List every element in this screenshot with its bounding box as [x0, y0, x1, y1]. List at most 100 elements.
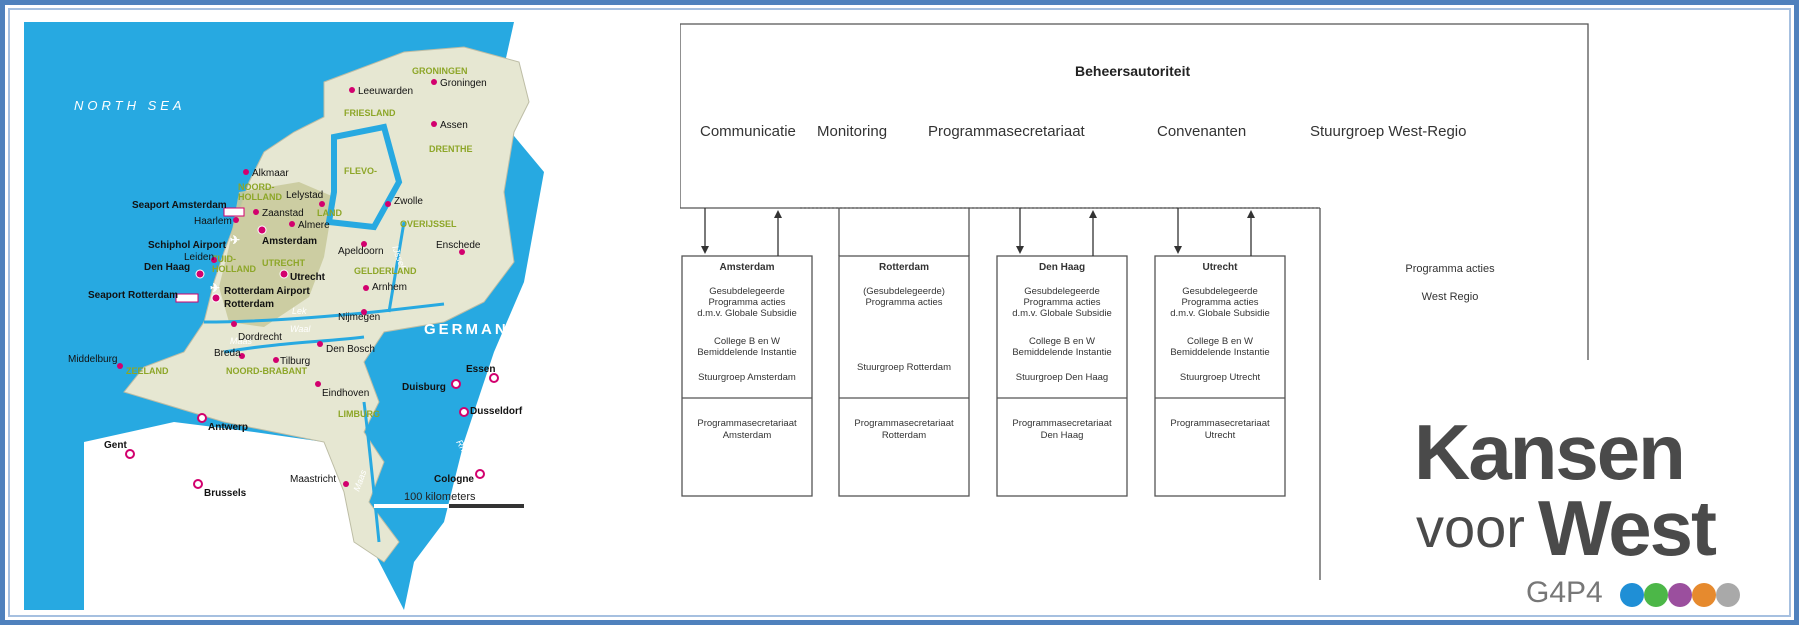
- province-overijssel: OVERIJSSEL: [400, 219, 457, 229]
- belgium-label: BELGIUM: [189, 449, 279, 466]
- city-secr1: Programmasecretariaat: [1170, 418, 1270, 429]
- top-item-programmasecretariaat: Programmasecretariaat: [928, 123, 1086, 140]
- beheersautoriteit-title: Beheersautoriteit: [1075, 63, 1190, 79]
- province-noord-holland-2: HOLLAND: [238, 192, 282, 202]
- top-item-convenanten: Convenanten: [1157, 123, 1246, 140]
- seaport-amsterdam: Seaport Amsterdam: [132, 200, 245, 217]
- svg-text:Maastricht: Maastricht: [290, 474, 336, 485]
- city-rotterdam: Rotterdam: [211, 293, 274, 310]
- organisation-diagram: Beheersautoriteit Communicatie Monitorin…: [680, 23, 1589, 580]
- city-eindhoven: Eindhoven: [315, 381, 369, 399]
- svg-text:Dordrecht: Dordrecht: [238, 332, 282, 343]
- arrow-up-head: [774, 210, 782, 218]
- province-zeeland: ZEELAND: [126, 366, 169, 376]
- city-secr1: Programmasecretariaat: [1012, 418, 1112, 429]
- city-leiden: Leiden: [184, 252, 217, 263]
- city-zaanstad: Zaanstad: [253, 208, 304, 219]
- city-title: Amsterdam: [719, 262, 774, 273]
- svg-text:Rotterdam Airport: Rotterdam Airport: [224, 286, 310, 297]
- city-antwerp: Antwerp: [197, 413, 248, 433]
- airplane-icon: ✈: [230, 233, 240, 247]
- svg-text:Rotterdam: Rotterdam: [224, 299, 274, 310]
- province-friesland: FRIESLAND: [344, 108, 396, 118]
- province-noord-holland-1: NOORD-: [238, 182, 275, 192]
- svg-text:Zaanstad: Zaanstad: [262, 208, 304, 219]
- city-secr1: Programmasecretariaat: [697, 418, 797, 429]
- city-line2: Programma acties: [865, 297, 942, 308]
- river-waal: Waal: [290, 324, 311, 334]
- province-land: LAND: [317, 208, 342, 218]
- city-college1: College B en W: [714, 336, 780, 347]
- city-line3: d.m.v. Globale Subsidie: [697, 308, 797, 319]
- scale-bar-half: [374, 504, 449, 508]
- logo-dot: [1716, 583, 1740, 607]
- city-stuurgroep: Stuurgroep Rotterdam: [857, 362, 951, 373]
- city-stuurgroep: Stuurgroep Den Haag: [1016, 372, 1108, 383]
- svg-text:Eindhoven: Eindhoven: [322, 388, 369, 399]
- city-line3: d.m.v. Globale Subsidie: [1012, 308, 1112, 319]
- rivers: [203, 221, 445, 543]
- seaport-rotterdam: Seaport Rotterdam: [88, 290, 199, 303]
- city-duisburg: Duisburg: [402, 379, 461, 393]
- logo-dots: [1620, 583, 1740, 607]
- svg-text:Alkmaar: Alkmaar: [252, 168, 289, 179]
- svg-text:Essen: Essen: [466, 364, 495, 375]
- province-groningen: GRONINGEN: [412, 66, 468, 76]
- svg-text:Assen: Assen: [440, 120, 468, 131]
- logo-dot: [1692, 583, 1716, 607]
- svg-text:Duisburg: Duisburg: [402, 382, 446, 393]
- city-line1: Gesubdelegeerde: [1182, 286, 1258, 297]
- logo-g4p4: G4P4: [1526, 576, 1603, 609]
- city-line2: Programma acties: [1181, 297, 1258, 308]
- svg-text:Breda: Breda: [214, 348, 241, 359]
- city-apeldoorn: Apeldoorn: [338, 241, 384, 257]
- city-title: Rotterdam: [879, 262, 929, 273]
- city-utrecht: Utrecht: [279, 269, 326, 283]
- city-line1: Gesubdelegeerde: [709, 286, 785, 297]
- svg-text:Seaport Rotterdam: Seaport Rotterdam: [88, 290, 178, 301]
- city-den-haag: Den Haag: [144, 262, 205, 279]
- svg-text:Den Bosch: Den Bosch: [326, 344, 375, 355]
- city-groningen: Groningen: [431, 78, 487, 89]
- kansen-voor-west-logo: Kansen voor West G4P4: [1408, 410, 1768, 615]
- city-zwolle: Zwolle: [385, 196, 423, 207]
- west-regio-line1: Programma acties: [1405, 263, 1495, 275]
- svg-text:Apeldoorn: Apeldoorn: [338, 246, 384, 257]
- svg-text:Dusseldorf: Dusseldorf: [470, 406, 523, 417]
- logo-voor: voor: [1416, 496, 1525, 559]
- rotterdam-airport: ✈Rotterdam Airport: [210, 281, 310, 297]
- city-dusseldorf: Dusseldorf: [459, 406, 523, 417]
- arrow-down-head: [1016, 246, 1024, 254]
- svg-text:Nijmegen: Nijmegen: [338, 312, 380, 323]
- city-box: [996, 255, 1128, 497]
- city-box: [838, 255, 970, 497]
- svg-text:Arnhem: Arnhem: [372, 282, 407, 293]
- top-item-communicatie: Communicatie: [700, 123, 796, 140]
- logo-dot: [1620, 583, 1644, 607]
- city-breda: Breda: [214, 348, 245, 359]
- germany-label: GERMANY: [424, 321, 522, 338]
- province-gelderland: GELDERLAND: [354, 266, 417, 276]
- city-alkmaar: Alkmaar: [243, 168, 289, 179]
- logo-kansen: Kansen: [1414, 408, 1686, 496]
- logo-west: West: [1538, 484, 1717, 572]
- city-leeuwarden: Leeuwarden: [349, 86, 413, 97]
- arrow-up-head: [1247, 210, 1255, 218]
- netherlands-map: 100 kilometers NORTH SEA GERMANY BELGIUM…: [24, 22, 612, 610]
- city-secr2: Amsterdam: [723, 430, 772, 441]
- province-limburg: LIMBURG: [338, 409, 380, 419]
- flevoland: [325, 123, 403, 231]
- logo-dot: [1668, 583, 1692, 607]
- city-line1: Gesubdelegeerde: [1024, 286, 1100, 297]
- province-zuid-holland-2: HOLLAND: [212, 264, 256, 274]
- province-utrecht: UTRECHT: [262, 258, 305, 268]
- city-cologne: Cologne: [434, 469, 485, 485]
- svg-text:Enschede: Enschede: [436, 240, 481, 251]
- city-gent: Gent: [104, 440, 135, 459]
- svg-text:Utrecht: Utrecht: [290, 272, 326, 283]
- svg-text:Haarlem: Haarlem: [194, 216, 232, 227]
- river-maas: Maas: [230, 336, 253, 346]
- svg-text:Gent: Gent: [104, 440, 127, 451]
- city-college2: Bemiddelende Instantie: [697, 347, 796, 358]
